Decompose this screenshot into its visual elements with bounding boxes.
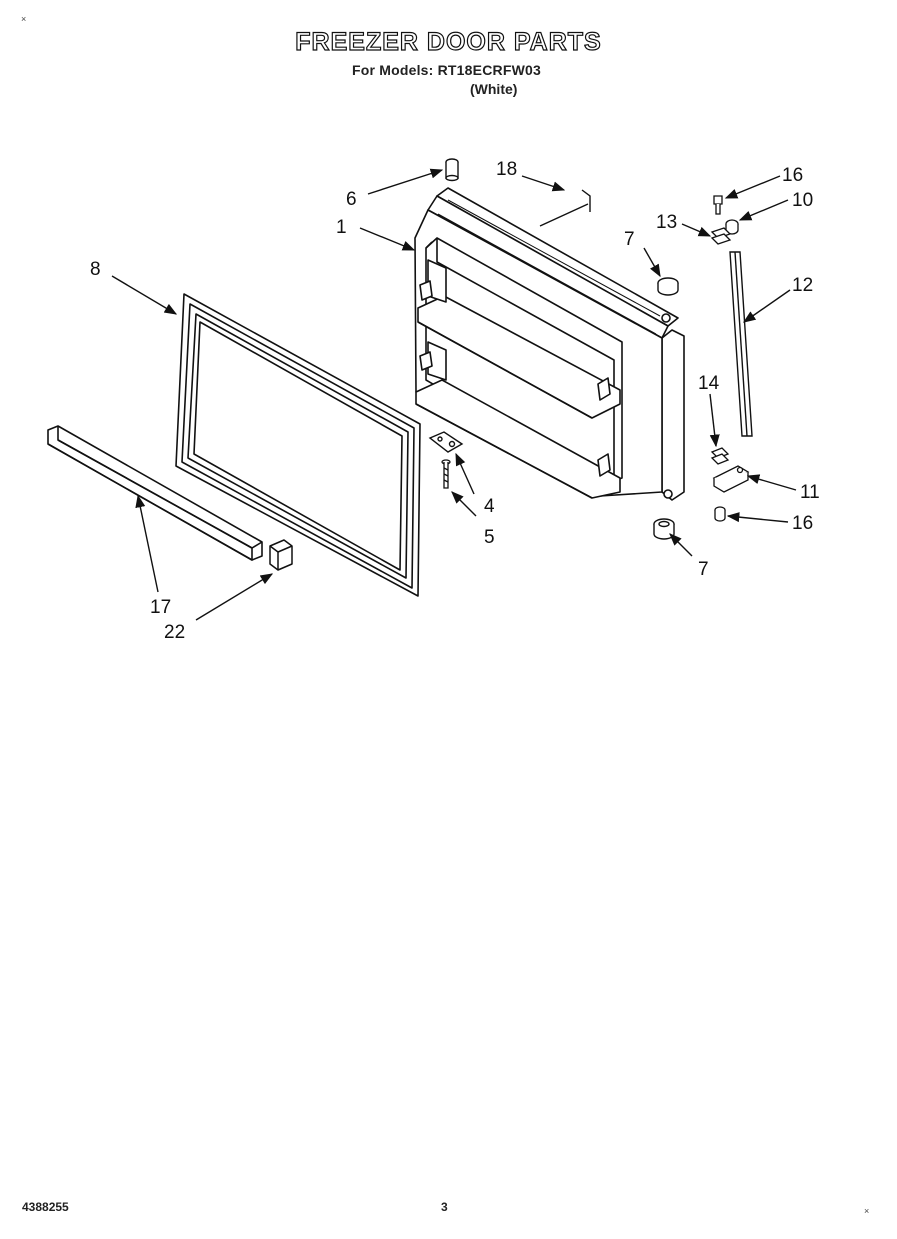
registration-mark: × — [21, 14, 27, 24]
callout-labels: 1 4 5 6 7 7 8 10 11 12 13 14 16 16 17 18… — [90, 159, 820, 643]
page-number: 3 — [441, 1200, 448, 1214]
callout-7-top: 7 — [624, 229, 635, 250]
callout-16-bottom: 16 — [792, 513, 813, 534]
registration-mark: × — [864, 1206, 870, 1216]
cap-top — [657, 277, 679, 296]
color-note: (White) — [470, 81, 518, 97]
callout-11: 11 — [800, 482, 820, 503]
leader-lines — [111, 168, 797, 621]
callout-10: 10 — [792, 190, 813, 211]
callout-14: 14 — [698, 373, 720, 394]
callout-13: 13 — [656, 212, 677, 233]
hinge-bracket-bottom — [712, 465, 750, 493]
clip-part — [269, 539, 293, 571]
hinge-rod — [729, 251, 753, 437]
door-liner — [414, 187, 685, 501]
trim-strip — [47, 425, 263, 561]
callout-7-bottom: 7 — [698, 559, 709, 580]
document-number: 4388255 — [22, 1200, 69, 1214]
callout-18: 18 — [496, 159, 517, 180]
page-title: FREEZER DOOR PARTS — [295, 27, 602, 56]
screw-part — [441, 459, 451, 489]
hinge-shim-top — [710, 227, 732, 245]
callout-8: 8 — [90, 259, 101, 280]
model-subtitle: For Models: RT18ECRFW03 — [352, 62, 541, 78]
callout-1: 1 — [336, 217, 347, 238]
hinge-bushing-top — [725, 219, 739, 235]
hinge-screw-top — [713, 195, 723, 215]
hinge-screw-bottom — [714, 506, 726, 522]
door-gasket — [175, 293, 421, 597]
callout-16-top: 16 — [782, 165, 803, 186]
callout-22: 22 — [164, 622, 185, 643]
plug-part — [445, 158, 459, 182]
callout-12: 12 — [792, 275, 813, 296]
callout-4: 4 — [484, 496, 495, 517]
callout-5: 5 — [484, 527, 495, 548]
callout-6: 6 — [346, 189, 357, 210]
cap-bottom — [653, 518, 675, 540]
callout-17: 17 — [150, 597, 171, 618]
page-header: FREEZER DOOR PARTS — [0, 27, 897, 57]
bracket-part — [428, 431, 464, 453]
hinge-shim-bottom — [710, 447, 730, 465]
